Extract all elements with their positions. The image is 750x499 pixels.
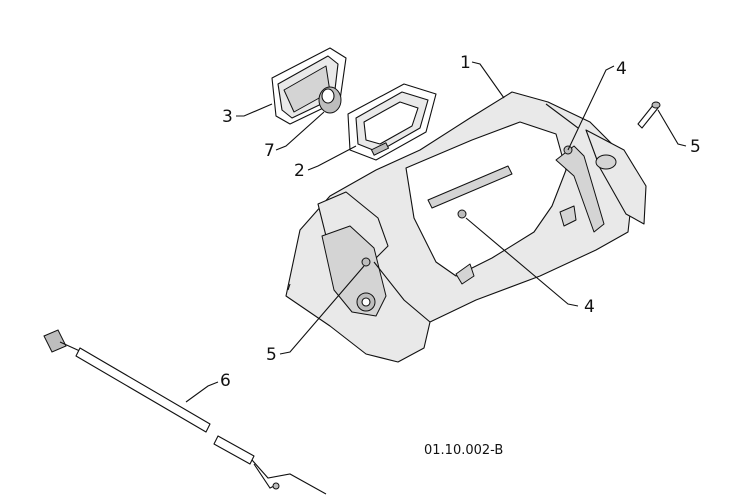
callout-4-bottom: 4 bbox=[584, 297, 595, 317]
callout-7: 7 bbox=[264, 141, 275, 161]
screw-4-center bbox=[457, 209, 467, 219]
hood-edge-line bbox=[287, 283, 291, 291]
callout-3: 3 bbox=[222, 107, 233, 127]
callout-1: 1 bbox=[460, 53, 471, 73]
part-3-headlight bbox=[271, 47, 347, 125]
screw-5-left bbox=[361, 257, 371, 267]
callout-2: 2 bbox=[294, 161, 305, 181]
callout-6: 6 bbox=[220, 371, 231, 391]
callout-5-right: 5 bbox=[690, 137, 701, 157]
drawing-code: 01.10.002-B bbox=[424, 443, 503, 458]
part-1-hood bbox=[285, 91, 647, 363]
part-5-pin bbox=[637, 101, 661, 129]
callout-5-left: 5 bbox=[266, 345, 277, 365]
callout-4-top: 4 bbox=[616, 59, 627, 79]
leader-lines bbox=[185, 61, 687, 403]
part-2-lamp-frame bbox=[347, 83, 437, 161]
part-6-cable bbox=[43, 329, 327, 495]
